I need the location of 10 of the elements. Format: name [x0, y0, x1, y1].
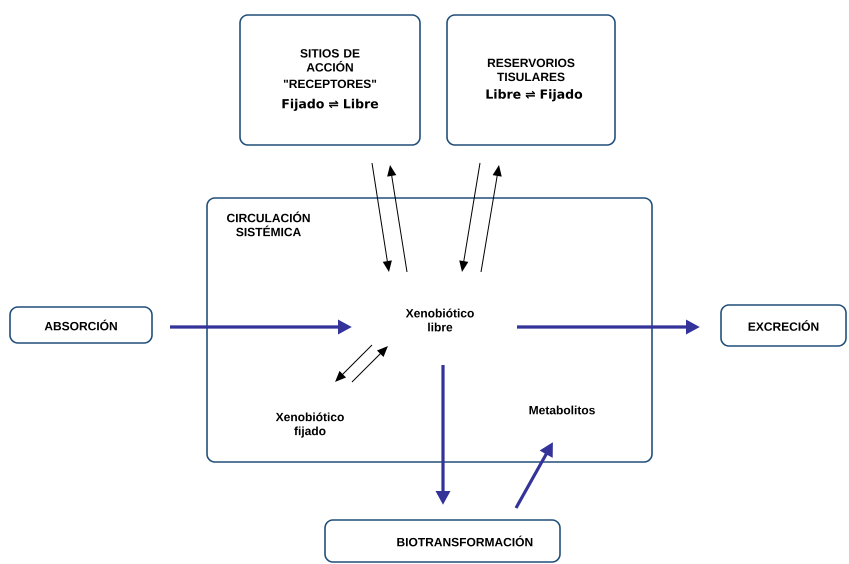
text-label: Metabolitos	[529, 406, 595, 414]
arrow	[335, 344, 372, 382]
text-label: Xenobiótico fijado	[276, 412, 344, 438]
text-label: Xenobiótico libre	[406, 308, 474, 332]
process-box: BIOTRANSFORMACIÓN	[324, 519, 561, 563]
process-box: ABSORCIÓN	[9, 306, 153, 344]
process-box: SITIOS DE ACCIÓN "RECEPTORES" Fijado ⇌ Libre	[239, 14, 421, 146]
arrow	[352, 346, 388, 382]
process-box: RESERVORIOS TISULARES Libre ⇌ Fijado	[446, 14, 616, 146]
process-box: EXCRECIÓN	[720, 304, 847, 347]
